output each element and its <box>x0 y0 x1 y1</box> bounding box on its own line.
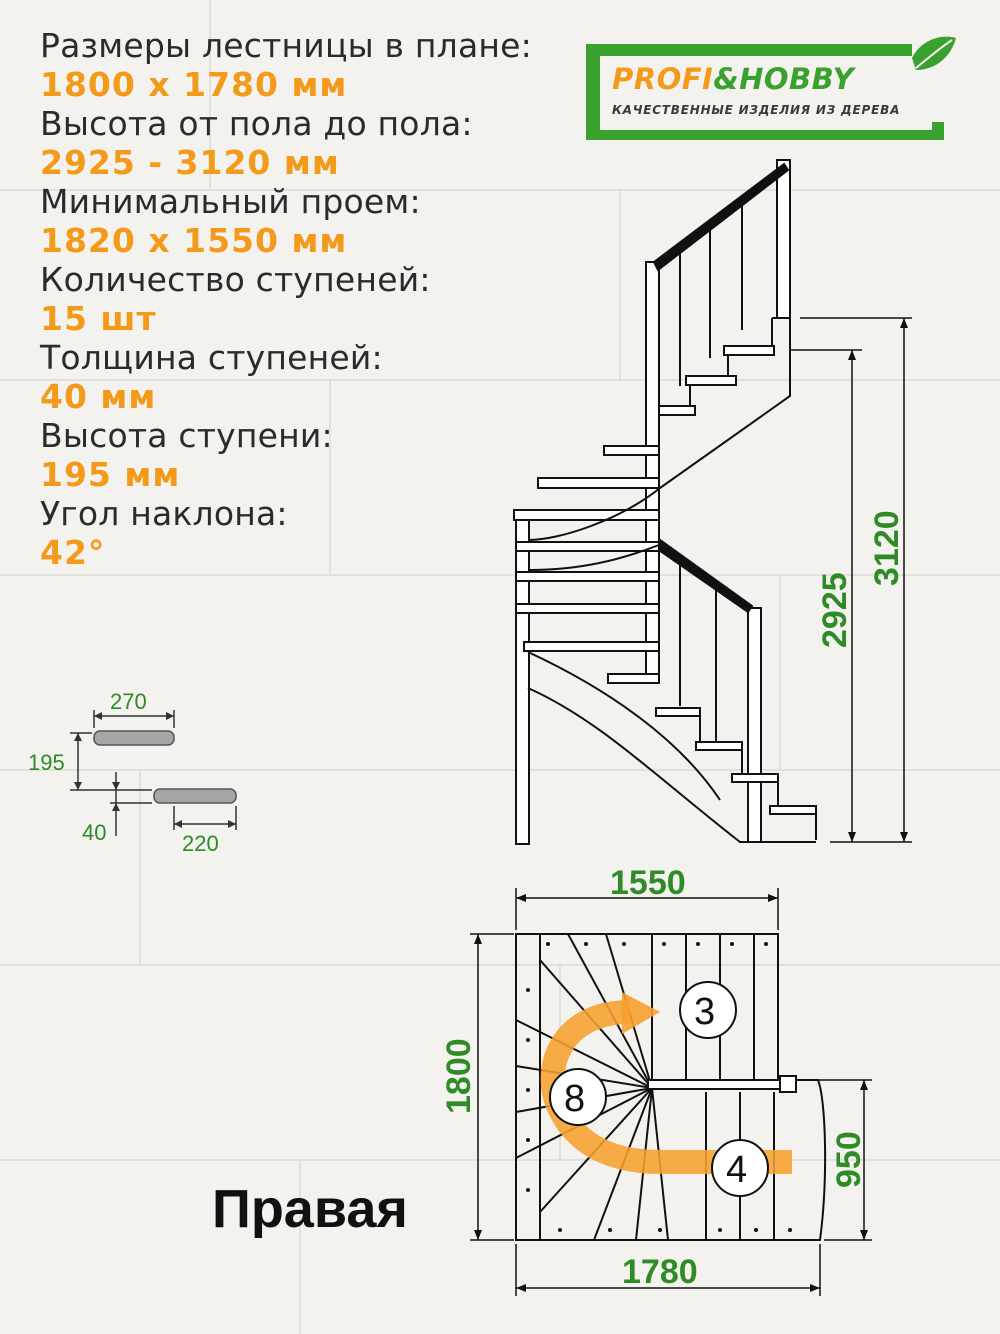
logo-title-part: &HOBBY <box>713 62 855 96</box>
plan-depth-right-label: 950 <box>830 1131 868 1188</box>
step-mark-4: 4 <box>726 1149 747 1191</box>
overlap-depth-label: 220 <box>182 831 219 856</box>
riser-height-label: 195 <box>28 750 65 775</box>
tread-depth-label: 270 <box>110 689 147 714</box>
height-min-label: 2925 <box>816 572 854 648</box>
spec-list: Размеры лестницы в плане: 1800 x 1780 мм… <box>40 26 532 572</box>
spec-item: Угол наклона: 42° <box>40 494 532 572</box>
spec-value: 1820 x 1550 мм <box>40 221 348 260</box>
plan-width-top-label: 1550 <box>610 864 686 902</box>
spec-item: Высота ступени: 195 мм <box>40 416 532 494</box>
step-mark-8: 8 <box>564 1078 585 1120</box>
step-mark-3: 3 <box>694 991 715 1033</box>
spec-value: 195 мм <box>40 455 181 494</box>
plan-width-bottom-label: 1780 <box>622 1253 698 1291</box>
spec-value: 42° <box>40 533 106 572</box>
spec-label: Минимальный проем: <box>40 182 421 221</box>
direction-label: Правая <box>212 1179 408 1239</box>
spec-value: 40 мм <box>40 377 157 416</box>
spec-label: Высота от пола до пола: <box>40 104 473 143</box>
step-mark-circle <box>679 981 737 1039</box>
logo-title-part: PROFI <box>612 62 714 96</box>
spec-item: Минимальный проем: 1820 x 1550 мм <box>40 182 532 260</box>
logo-title: PROFI&HOBBY <box>612 62 854 96</box>
spec-label: Размеры лестницы в плане: <box>40 26 532 65</box>
thickness-label: 40 <box>82 820 106 845</box>
spec-label: Угол наклона: <box>40 494 288 533</box>
brand-logo <box>586 36 956 140</box>
tread-upper <box>93 730 175 746</box>
spec-value: 1800 x 1780 мм <box>40 65 348 104</box>
logo-subtitle: КАЧЕСТВЕННЫЕ ИЗДЕЛИЯ ИЗ ДЕРЕВА <box>612 103 901 117</box>
step-mark-circle <box>549 1068 607 1126</box>
plan-depth-left-label: 1800 <box>440 1038 478 1114</box>
spec-value: 2925 - 3120 мм <box>40 143 340 182</box>
tread-lower <box>153 788 237 804</box>
spec-value: 15 шт <box>40 299 157 338</box>
spec-label: Количество ступеней: <box>40 260 431 299</box>
spec-label: Толщина ступеней: <box>40 338 383 377</box>
height-max-label: 3120 <box>868 510 906 586</box>
spec-item: Размеры лестницы в плане: 1800 x 1780 мм <box>40 26 532 104</box>
spec-label: Высота ступени: <box>40 416 333 455</box>
step-mark-circle <box>711 1139 769 1197</box>
spec-item: Толщина ступеней: 40 мм <box>40 338 532 416</box>
spec-item: Высота от пола до пола: 2925 - 3120 мм <box>40 104 532 182</box>
handrail-upper <box>652 162 790 272</box>
spec-item: Количество ступеней: 15 шт <box>40 260 532 338</box>
